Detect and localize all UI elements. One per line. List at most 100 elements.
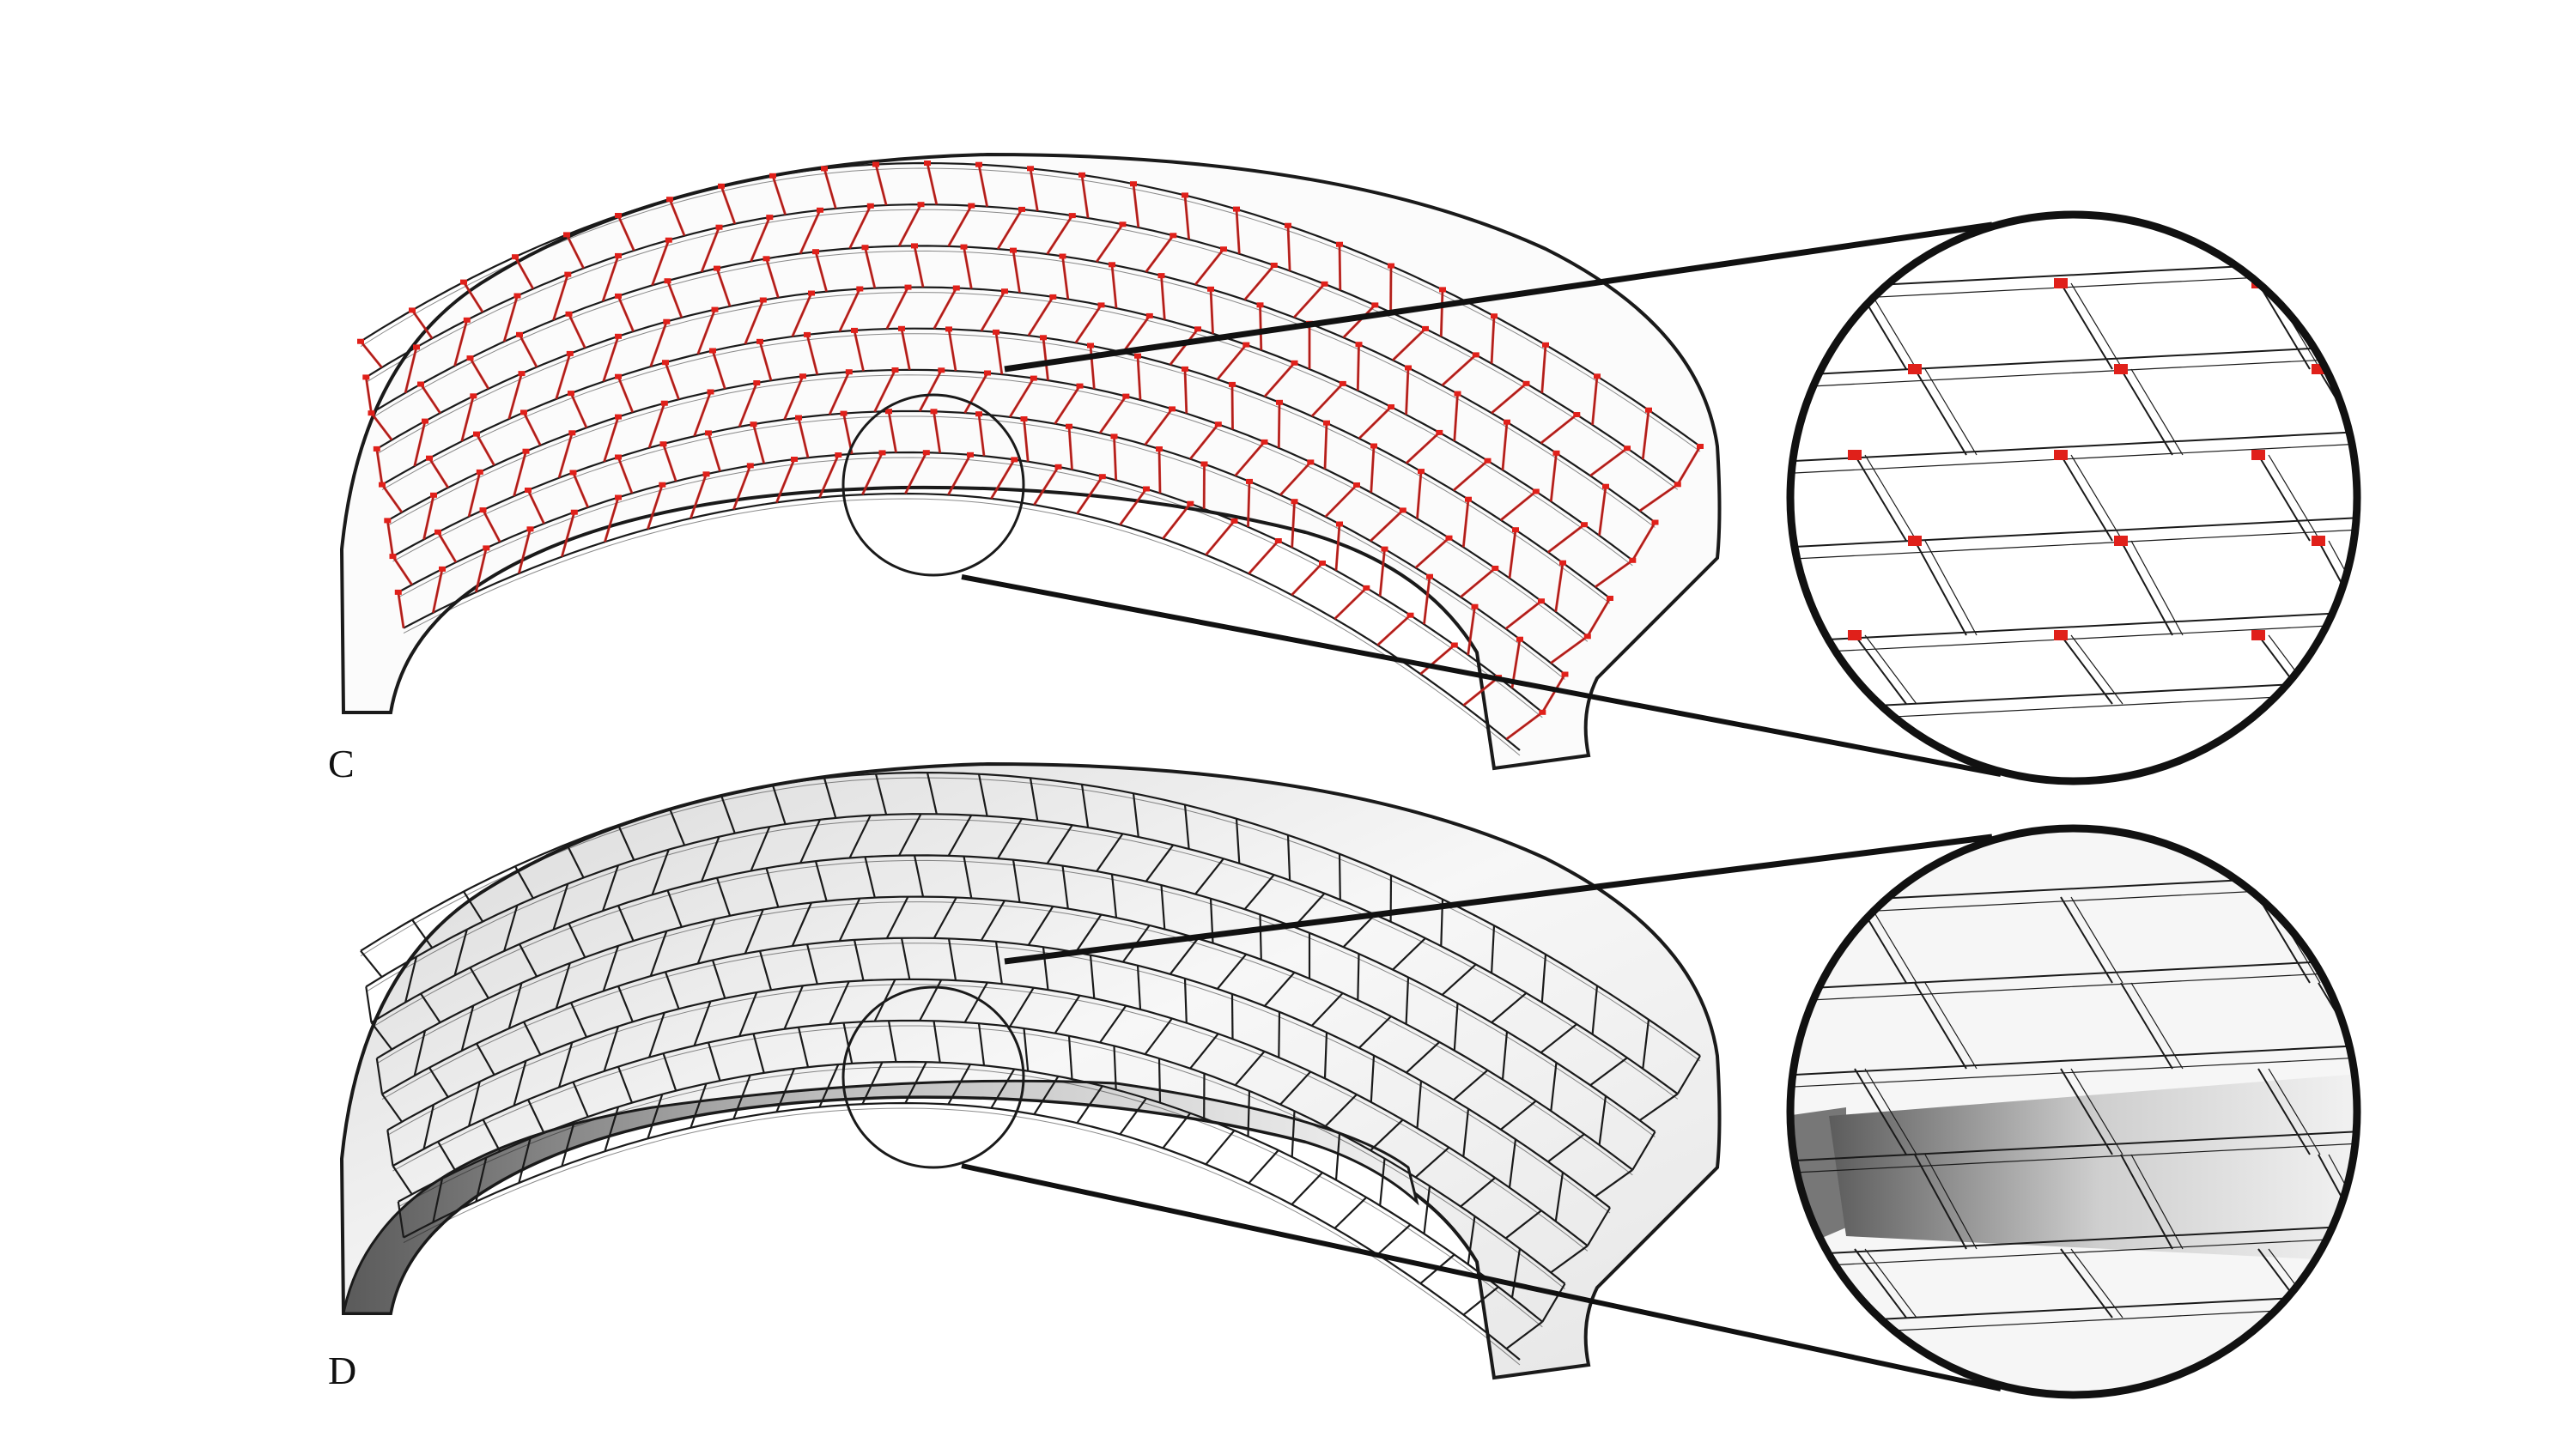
connector-strut [1183, 368, 1188, 414]
mesh-chevron-strut [1157, 1058, 1162, 1103]
connector-strut [1490, 316, 1496, 364]
connector-node [1200, 461, 1208, 467]
connector-strut [947, 329, 957, 372]
vault-c-connectors [357, 161, 1704, 741]
connector-node [702, 471, 710, 477]
mesh-chevron-strut [1676, 1055, 1701, 1094]
zoom-connector-node [1848, 278, 1862, 288]
connector-strut [1342, 304, 1376, 339]
mesh-chevron-strut [1248, 1149, 1279, 1185]
connector-strut [1080, 174, 1090, 219]
mesh-chevron-strut [1009, 987, 1035, 1028]
mesh-chevron-strut [1169, 937, 1199, 975]
connector-strut [791, 292, 813, 337]
mesh-chevron-strut [933, 896, 957, 939]
zoom-chevron-strut-offset [2070, 896, 2123, 984]
connector-node [975, 161, 982, 167]
connector-strut [700, 227, 720, 273]
mesh-chevron-strut [552, 883, 569, 931]
mesh-chevron-strut [1467, 1216, 1476, 1265]
connector-strut [887, 410, 897, 453]
connector-node [1651, 519, 1659, 525]
zoom-chevron-strut [2120, 368, 2173, 456]
connector-strut [1023, 418, 1030, 462]
connector-strut [1205, 519, 1236, 556]
connector-strut [1089, 345, 1096, 390]
connector-strut [1027, 296, 1054, 336]
connector-strut [1160, 275, 1166, 320]
connector-strut [1467, 606, 1476, 656]
connector-node [1674, 482, 1681, 488]
connector-node [1522, 380, 1530, 386]
connector-strut [1462, 676, 1499, 706]
mesh-ring-line-offset [366, 209, 1679, 490]
mesh-chevron-strut [561, 1121, 575, 1167]
mesh-chevron-strut [381, 1093, 403, 1123]
mesh-chevron-strut [1501, 1031, 1509, 1080]
connector-strut [1279, 461, 1312, 496]
connector-strut [526, 489, 545, 524]
connector-node [1233, 206, 1240, 212]
connector-node [569, 470, 577, 476]
connector-strut [1589, 446, 1628, 477]
mesh-chevron-strut [1145, 844, 1175, 882]
connector-strut [1323, 422, 1328, 470]
mesh-chevron-strut [1541, 1282, 1566, 1323]
zoom-chevron-strut-offset [1924, 540, 1978, 636]
connector-strut [750, 216, 771, 263]
connector-node [1169, 406, 1176, 412]
connector-strut [720, 185, 737, 225]
connector-node [856, 286, 864, 292]
connector-node [1406, 612, 1414, 618]
connector-node [1491, 313, 1498, 319]
mesh-chevron-strut [1183, 978, 1188, 1023]
connector-node [473, 431, 480, 437]
zoom-chevron-strut [2120, 982, 2173, 1070]
zoom-chevron-strut [2120, 1154, 2173, 1250]
connector-strut [814, 251, 829, 292]
connector-strut [664, 361, 680, 400]
connector-strut [1594, 559, 1634, 589]
mesh-chevron-strut [1589, 1057, 1628, 1087]
mesh-chevron-strut [977, 1023, 986, 1066]
connector-node [564, 271, 572, 277]
connector-strut [601, 255, 620, 302]
connector-strut [460, 395, 475, 442]
connector-strut [1598, 486, 1607, 536]
connector-node [1134, 353, 1141, 359]
connector-node [413, 344, 420, 350]
mesh-chevron-strut [604, 1106, 620, 1152]
connector-strut [1074, 304, 1103, 344]
mesh-chevron-strut [1453, 1003, 1459, 1051]
connector-strut [568, 313, 586, 349]
zoom-chevron-strut-offset [2268, 454, 2321, 542]
connector-node [1336, 241, 1343, 247]
zoom-chevron-strut-offset [1864, 634, 1917, 705]
connector-node [522, 448, 530, 454]
zoom-ring-line [1790, 958, 2357, 991]
mesh-chevron-strut [1392, 937, 1426, 971]
mesh-chevron-strut [420, 992, 441, 1023]
mesh-chevron-strut [887, 1021, 897, 1063]
zoom-chevron-strut-offset [2070, 454, 2123, 542]
connector-node [808, 290, 815, 296]
connector-strut [413, 421, 427, 467]
mesh-chevron-strut [1205, 1130, 1236, 1166]
connector-node [570, 509, 578, 515]
connector-strut [1505, 711, 1544, 741]
mesh-chevron-strut [1462, 1108, 1470, 1157]
mesh-chevron-strut [1554, 1172, 1564, 1222]
connector-node [1445, 535, 1453, 541]
zoom-chevron-strut [2257, 282, 2311, 370]
zoom-detail-d [1790, 828, 2357, 1395]
zoom-chevron-strut-offset [1924, 982, 1978, 1070]
connector-strut [1504, 600, 1542, 630]
connector-strut [1136, 355, 1142, 400]
connector-node [659, 482, 666, 488]
connector-node [362, 374, 370, 380]
connector-node [1559, 560, 1566, 566]
connector-strut [1234, 440, 1266, 477]
connector-strut [1631, 521, 1656, 561]
mesh-ring-line-offset [403, 1107, 1521, 1366]
connector-node [817, 207, 823, 213]
